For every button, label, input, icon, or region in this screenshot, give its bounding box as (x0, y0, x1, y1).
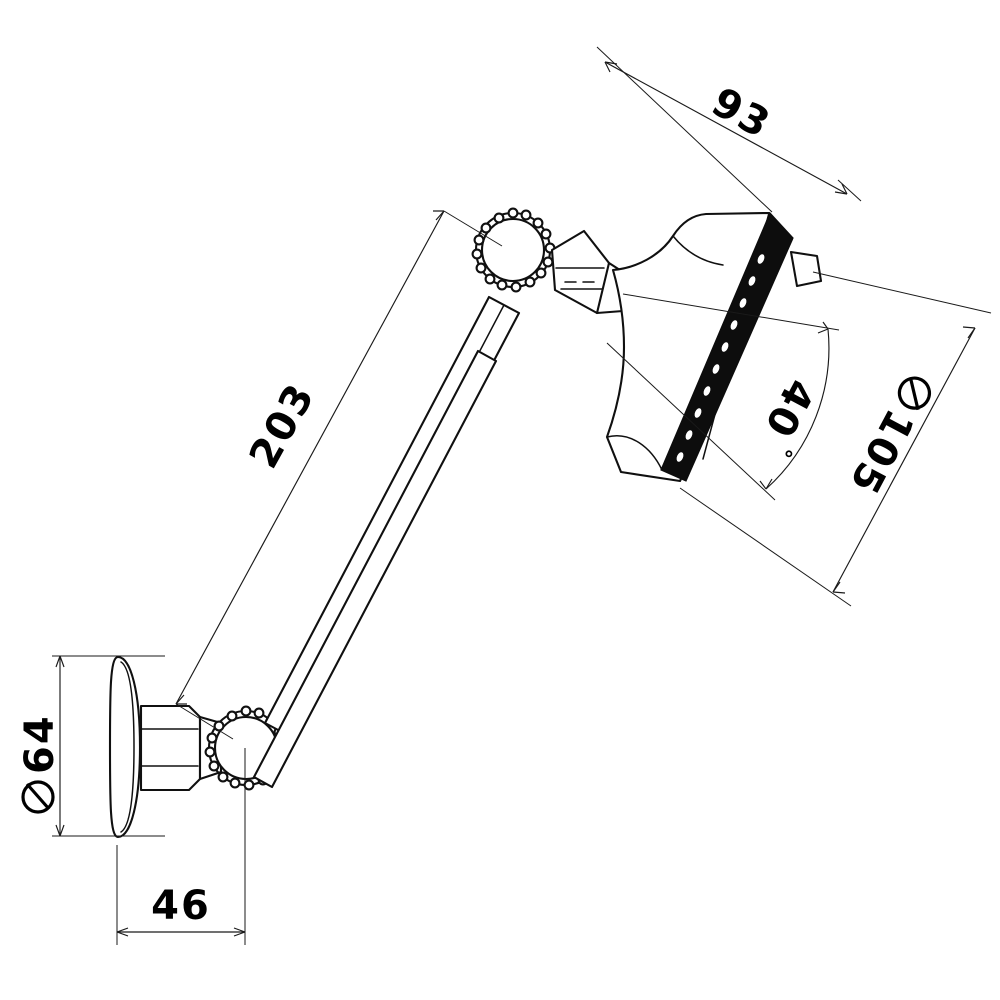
diameter-symbol-icon (897, 376, 932, 410)
wall-flange (108, 655, 142, 839)
dimension-46: 46 (116, 748, 246, 945)
diameter-symbol-slash (908, 376, 920, 411)
dimension-46-label: 46 (151, 883, 211, 929)
diameter-symbol-slash-2 (25, 782, 51, 811)
head-tab (789, 250, 823, 288)
dimension-diameter-64: 64 (17, 655, 165, 837)
diameter-symbol-icon-2 (21, 780, 55, 814)
nozzle-pattern (676, 254, 765, 462)
part-geometry-group (108, 207, 823, 839)
knurl-ring-upper (471, 207, 556, 293)
arm-tube (252, 295, 521, 789)
ball-joint-upper (471, 207, 556, 293)
dimension-64-label: 64 (17, 714, 63, 774)
dimension-64-text-group: 64 (17, 714, 63, 814)
spray-face (660, 211, 794, 482)
